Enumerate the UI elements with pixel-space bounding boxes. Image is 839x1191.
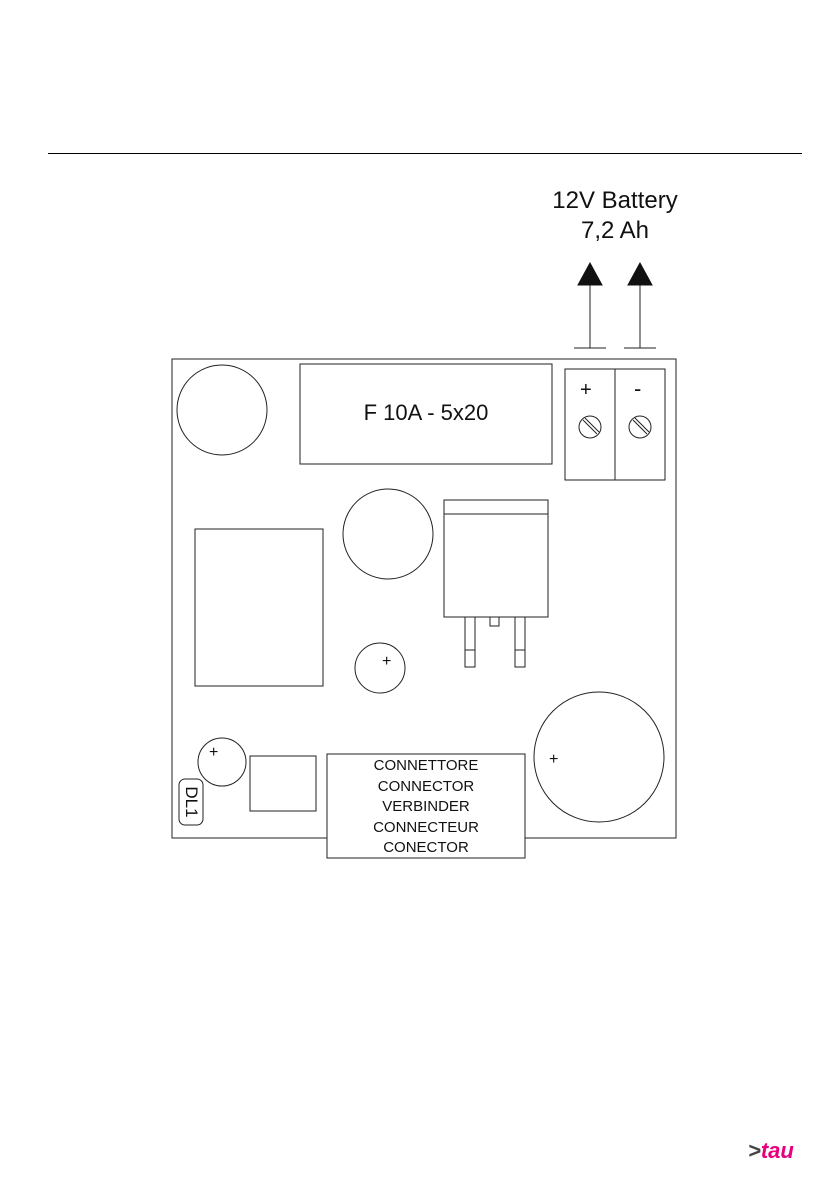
led-dl1: DL1	[179, 779, 203, 825]
capacitor-top-left	[177, 365, 267, 455]
connector-label-en: CONNECTOR	[327, 777, 525, 798]
component-small-square	[250, 756, 316, 811]
logo-prefix: >	[748, 1138, 761, 1163]
large-cap-plus: +	[549, 751, 558, 769]
voltage-regulator	[444, 500, 548, 667]
battery-negative-lead	[624, 263, 656, 348]
connector-label-de: VERBINDER	[327, 797, 525, 818]
screw-positive-icon	[579, 416, 601, 438]
small-cap-plus: +	[382, 653, 391, 671]
terminal-plus-label: +	[580, 379, 592, 402]
connector-label-fr: CONNECTEUR	[327, 818, 525, 839]
connector-label: CONNETTORE CONNECTOR VERBINDER CONNECTEU…	[327, 756, 525, 859]
led-cap-plus: +	[209, 744, 218, 762]
led-label: DL1	[181, 786, 201, 817]
battery-positive-lead	[574, 263, 606, 348]
fuse-label: F 10A - 5x20	[300, 400, 552, 426]
connector-label-es: CONECTOR	[327, 838, 525, 859]
capacitor-small	[355, 643, 405, 693]
component-block-left	[195, 529, 323, 686]
connector-label-it: CONNETTORE	[327, 756, 525, 777]
logo-name: tau	[761, 1138, 794, 1163]
capacitor-middle	[343, 489, 433, 579]
capacitor-led-area	[198, 738, 246, 786]
terminal-minus-label: -	[634, 376, 641, 402]
tau-logo: >tau	[748, 1138, 794, 1164]
screw-negative-icon	[629, 416, 651, 438]
